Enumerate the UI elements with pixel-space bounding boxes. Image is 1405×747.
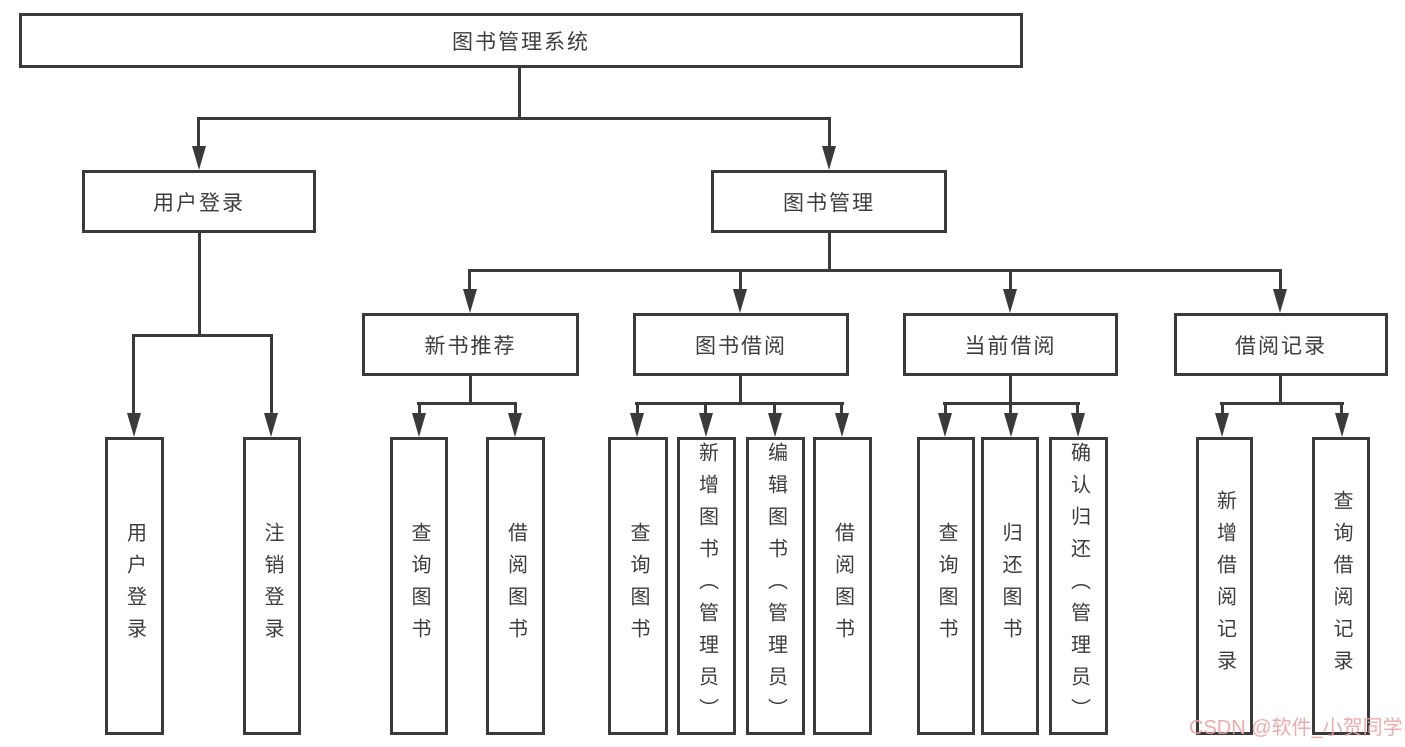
node-new-book-recommend-label: 新书推荐 bbox=[424, 334, 517, 358]
arrowhead-leaf-logout bbox=[264, 413, 278, 437]
leaf-borrow-add-admin-label: 新增图书（管理员） bbox=[695, 442, 718, 730]
node-new-book-recommend: 新书推荐 bbox=[362, 313, 579, 376]
leaf-records-query-label: 查询借阅记录 bbox=[1330, 490, 1352, 682]
connector-drop-leaf-login bbox=[132, 334, 135, 417]
connector-drop-borrow-query bbox=[636, 402, 639, 418]
arrowhead-bookborrow bbox=[733, 289, 747, 313]
leaf-user-login: 用户登录 bbox=[105, 437, 164, 735]
connector-root-stem bbox=[518, 68, 521, 119]
connector-records-bar bbox=[1220, 402, 1344, 405]
node-borrow-records-label: 借阅记录 bbox=[1235, 334, 1327, 358]
leaf-borrow-query-label: 查询图书 bbox=[627, 522, 649, 650]
leaf-borrow-query: 查询图书 bbox=[608, 437, 668, 735]
connector-drop-borrowrecords bbox=[1279, 269, 1282, 293]
arrowhead-newbook bbox=[463, 289, 477, 313]
connector-bookborrow-bar bbox=[635, 402, 844, 405]
arrowhead-leaf-login bbox=[127, 413, 141, 437]
leaf-current-return-label: 归还图书 bbox=[999, 522, 1021, 650]
arrowhead-newbook-borrow bbox=[508, 413, 522, 437]
node-book-management-label: 图书管理 bbox=[783, 191, 875, 215]
arrowhead-borrow-edit bbox=[768, 413, 782, 437]
connector-currentborrow-stem bbox=[1009, 376, 1012, 404]
connector-drop-newbook bbox=[468, 269, 471, 293]
node-root-label: 图书管理系统 bbox=[452, 30, 590, 54]
leaf-borrow-edit-admin-label: 编辑图书（管理员） bbox=[764, 442, 787, 730]
arrowhead-records-add bbox=[1215, 413, 1229, 437]
connector-bookborrow-stem bbox=[739, 376, 742, 404]
connector-bookmgmt-stem bbox=[828, 233, 831, 272]
leaf-records-add: 新增借阅记录 bbox=[1196, 437, 1253, 735]
arrowhead-borrowrecords bbox=[1273, 289, 1287, 313]
leaf-borrow-borrow-label: 借阅图书 bbox=[831, 522, 854, 650]
node-user-login: 用户登录 bbox=[82, 170, 316, 233]
connector-drop-bookborrow bbox=[739, 269, 742, 293]
arrowhead-current-confirm bbox=[1071, 413, 1085, 437]
connector-drop-currentborrow bbox=[1009, 269, 1012, 293]
connector-drop-records-query bbox=[1340, 402, 1343, 418]
arrowhead-borrow-borrow bbox=[835, 413, 849, 437]
connector-newbook-bar bbox=[417, 402, 517, 405]
node-root: 图书管理系统 bbox=[19, 13, 1023, 68]
node-current-borrow: 当前借阅 bbox=[903, 313, 1118, 376]
node-book-management: 图书管理 bbox=[711, 170, 947, 233]
connector-drop-book-mgmt bbox=[828, 117, 831, 150]
arrowhead-newbook-query bbox=[412, 413, 426, 437]
leaf-user-login-label: 用户登录 bbox=[123, 522, 146, 650]
connector-drop-newbook-query bbox=[418, 402, 421, 418]
arrowhead-borrow-add bbox=[699, 413, 713, 437]
connector-userlogin-bar bbox=[132, 334, 273, 337]
arrowhead-current-return bbox=[1004, 413, 1018, 437]
connector-root-bar bbox=[197, 117, 831, 120]
connector-drop-user-login bbox=[197, 117, 200, 150]
connector-drop-borrow-add bbox=[704, 402, 707, 418]
leaf-logout-label: 注销登录 bbox=[261, 522, 283, 650]
arrowhead-user-login bbox=[192, 146, 206, 170]
node-current-borrow-label: 当前借阅 bbox=[964, 334, 1057, 358]
watermark-text: CSDN @软件_小贺同学 bbox=[1189, 717, 1403, 739]
leaf-current-confirm-admin-label: 确认归还（管理员） bbox=[1067, 442, 1090, 730]
leaf-logout: 注销登录 bbox=[243, 437, 301, 735]
leaf-current-return: 归还图书 bbox=[981, 437, 1039, 735]
node-book-borrow-label: 图书借阅 bbox=[695, 334, 787, 358]
arrowhead-book-mgmt bbox=[822, 146, 836, 170]
connector-drop-leaf-logout bbox=[270, 334, 273, 417]
connector-records-stem bbox=[1279, 376, 1282, 404]
leaf-newbook-query-label: 查询图书 bbox=[408, 522, 430, 650]
connector-userlogin-stem bbox=[198, 233, 201, 336]
connector-drop-current-confirm bbox=[1076, 402, 1079, 418]
connector-drop-current-query bbox=[944, 402, 947, 418]
leaf-records-add-label: 新增借阅记录 bbox=[1213, 490, 1236, 682]
node-borrow-records: 借阅记录 bbox=[1174, 313, 1388, 376]
node-user-login-label: 用户登录 bbox=[153, 191, 245, 215]
arrowhead-currentborrow bbox=[1003, 289, 1017, 313]
arrowhead-records-query bbox=[1335, 413, 1349, 437]
leaf-current-confirm-admin: 确认归还（管理员） bbox=[1049, 437, 1108, 735]
node-book-borrow: 图书借阅 bbox=[633, 313, 849, 376]
leaf-newbook-borrow: 借阅图书 bbox=[486, 437, 545, 735]
leaf-borrow-borrow: 借阅图书 bbox=[813, 437, 872, 735]
leaf-borrow-add-admin: 新增图书（管理员） bbox=[677, 437, 736, 735]
connector-drop-records-add bbox=[1221, 402, 1224, 418]
connector-bookmgmt-bar bbox=[468, 269, 1282, 272]
leaf-newbook-query: 查询图书 bbox=[390, 437, 448, 735]
leaf-newbook-borrow-label: 借阅图书 bbox=[504, 522, 527, 650]
connector-drop-borrow-borrow bbox=[840, 402, 843, 418]
arrowhead-borrow-query bbox=[630, 413, 644, 437]
arrowhead-current-query bbox=[938, 413, 952, 437]
leaf-records-query: 查询借阅记录 bbox=[1312, 437, 1370, 735]
connector-drop-borrow-edit bbox=[773, 402, 776, 418]
connector-newbook-stem bbox=[469, 376, 472, 404]
connector-drop-newbook-borrow bbox=[514, 402, 517, 418]
leaf-current-query: 查询图书 bbox=[917, 437, 975, 735]
leaf-borrow-edit-admin: 编辑图书（管理员） bbox=[746, 437, 805, 735]
leaf-current-query-label: 查询图书 bbox=[935, 522, 957, 650]
connector-drop-current-return bbox=[1009, 402, 1012, 418]
